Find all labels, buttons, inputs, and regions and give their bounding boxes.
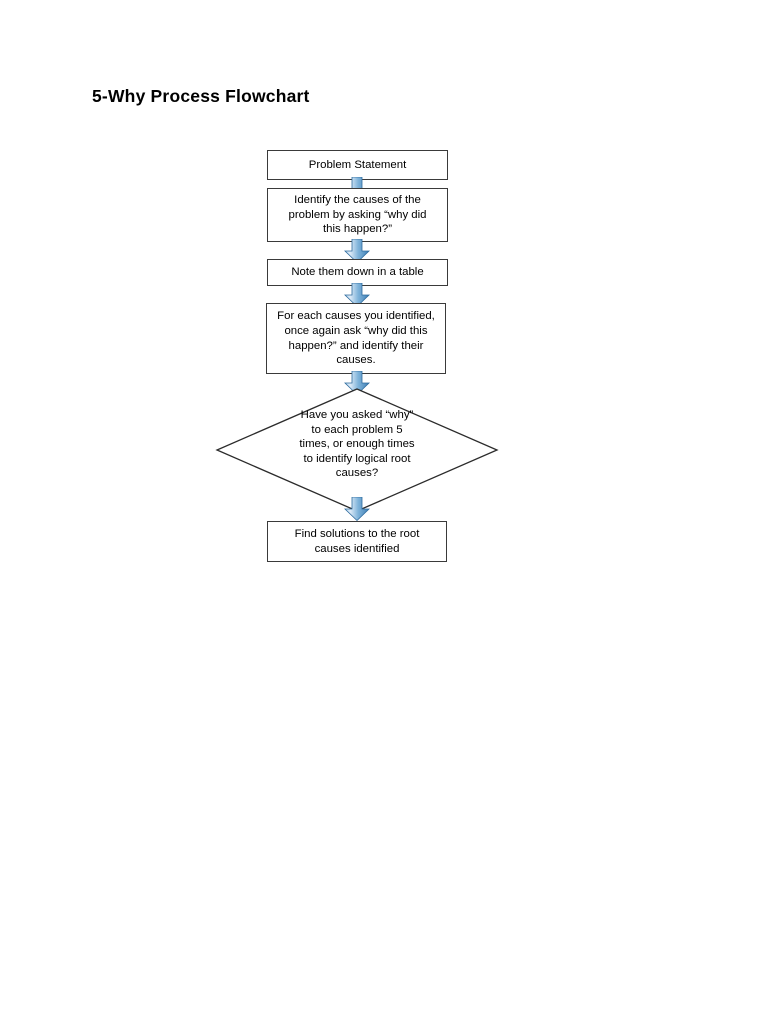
- flow-node-label: Problem Statement: [308, 158, 407, 171]
- flow-node-label: Identify the causes of the problem by as…: [288, 194, 427, 236]
- flow-node-label: Find solutions to the root causes identi…: [294, 527, 420, 555]
- flow-node-identify-causes[interactable]: Identify the causes of the problem by as…: [267, 188, 448, 242]
- flow-node-repeat-for-each-cause[interactable]: For each causes you identified, once aga…: [266, 303, 446, 374]
- flow-node-note-them-down[interactable]: Note them down in a table: [267, 259, 448, 286]
- page-title: 5-Why Process Flowchart: [92, 86, 310, 106]
- flow-node-problem-statement[interactable]: Problem Statement: [267, 150, 448, 180]
- flowchart-diagram: Problem Statement Identify the causes of…: [215, 150, 499, 562]
- flow-node-decision-asked-why-5-times[interactable]: Have you asked “why” to each problem 5 t…: [215, 388, 499, 512]
- flow-arrow-down-icon: [344, 497, 370, 521]
- flow-arrow-down-icon: [344, 239, 370, 263]
- flow-arrow-down-icon: [344, 371, 370, 395]
- flow-node-label: Note them down in a table: [291, 266, 424, 279]
- flow-node-label: Have you asked “why” to each problem 5 t…: [299, 409, 415, 480]
- flow-node-label: For each causes you identified, once aga…: [277, 310, 435, 367]
- flow-node-find-solutions[interactable]: Find solutions to the root causes identi…: [267, 521, 447, 562]
- flow-arrow-down-icon: [344, 283, 370, 307]
